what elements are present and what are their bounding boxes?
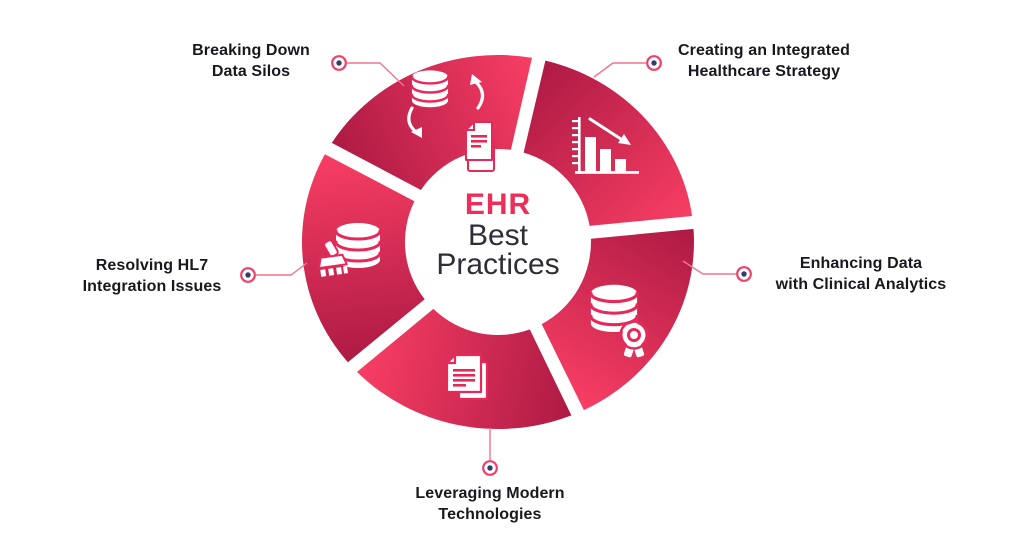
connector-dot: [240, 267, 256, 283]
diagram-title: EHR Best Practices: [388, 188, 608, 281]
title-subtitle-line2: Practices: [436, 248, 560, 281]
title-subtitle-line1: Best: [467, 219, 529, 252]
segment-creating-integrated-healthcare-strategy: [523, 60, 693, 226]
connector-line-resolving: [256, 262, 308, 276]
label-enhancing-data-with-clinical-analytics: Enhancing Data with Clinical Analytics: [775, 255, 947, 293]
declining-bar-chart-icon: [572, 117, 639, 174]
database-award-icon: [589, 283, 649, 358]
connector-dots: [240, 55, 752, 476]
connector-line-enhancing: [682, 260, 736, 275]
connector-dot: [331, 55, 347, 71]
label-breaking-down-data-silos: Breaking Down Data Silos: [192, 42, 310, 80]
label-creating-integrated-healthcare-strategy: Creating an Integrated Healthcare Strate…: [677, 42, 850, 80]
connector-dot: [736, 266, 752, 282]
documents-icon: [445, 353, 489, 401]
data-sync-icon: [407, 69, 495, 172]
label-resolving-hl7-integration-issues: Resolving HL7 Integration Issues: [82, 257, 222, 295]
connector-line-breaking: [347, 62, 405, 87]
connector-dot: [482, 460, 498, 476]
title-heading: EHR: [464, 188, 532, 221]
connector-dot: [646, 55, 662, 71]
connector-line-creating: [593, 62, 646, 78]
label-leveraging-modern-technologies: Leveraging Modern Technologies: [415, 485, 565, 523]
database-brush-icon: [318, 221, 382, 277]
